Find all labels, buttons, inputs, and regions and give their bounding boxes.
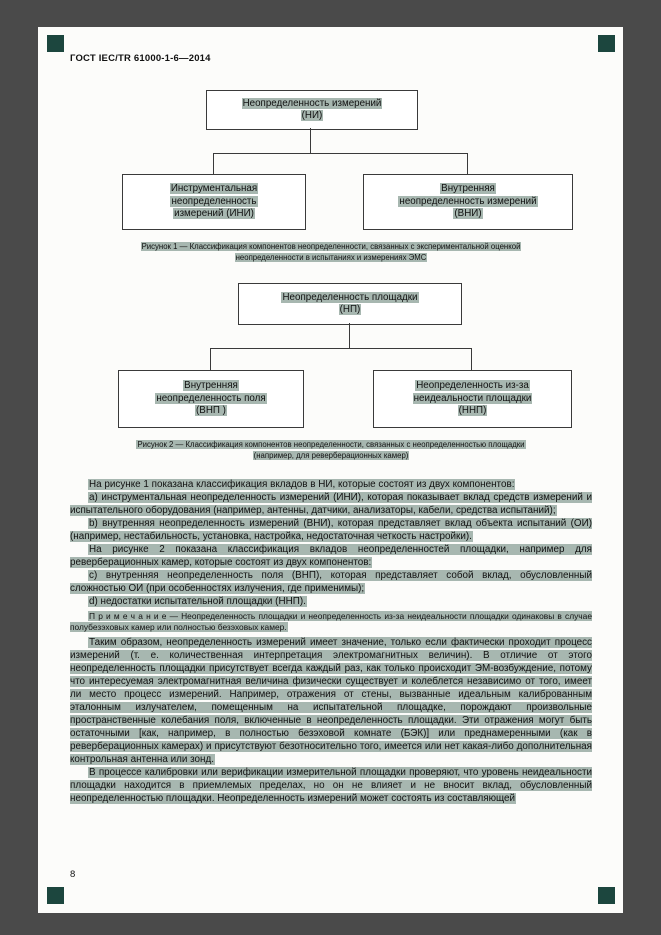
- paragraph: На рисунке 2 показана классификация вкла…: [70, 544, 592, 568]
- connector-line: [310, 128, 311, 153]
- diagram-box-instrument-uncertainty: Инструментальная неопределенность измере…: [122, 174, 306, 230]
- diagram-box-measurement-uncertainty: Неопределенность измерений (НИ): [206, 90, 418, 130]
- figure-1: Неопределенность измерений (НИ) Инструме…: [70, 90, 592, 263]
- note-paragraph: П р и м е ч а н и е — Неопределенность п…: [70, 611, 592, 632]
- paragraph: c) внутренняя неопределенность поля (ВНП…: [70, 570, 592, 594]
- figure-1-caption: Рисунок 1 — Классификация компонентов не…: [140, 242, 522, 262]
- diagram-box-site-imperfection-uncertainty: Неопределенность из-за неидеальности пло…: [373, 370, 572, 428]
- corner-registration-mark: [47, 35, 64, 52]
- paragraph: a) инструментальная неопределенность изм…: [70, 492, 592, 516]
- box-text-line: измерений (ИНИ): [173, 208, 255, 220]
- connector-line: [471, 348, 472, 370]
- box-text-line: (НИ): [300, 110, 324, 121]
- box-text-line: неопределенность: [170, 195, 258, 207]
- paragraph: На рисунке 1 показана классификация вкла…: [88, 479, 516, 490]
- figure-2-caption: Рисунок 2 — Классификация компонентов не…: [136, 440, 526, 460]
- diagram-box-site-uncertainty: Неопределенность площадки (НП): [238, 283, 462, 325]
- diagram-box-field-uncertainty: Внутренняя неопределенность поля (ВНП ): [118, 370, 304, 428]
- page-number: 8: [70, 869, 76, 880]
- corner-registration-mark: [598, 887, 615, 904]
- diagram-box-intrinsic-uncertainty: Внутренняя неопределенность измерений (В…: [363, 174, 573, 230]
- page-content: ГОСТ IEC/TR 61000-1-6—2014 Неопределенно…: [70, 53, 592, 805]
- document-header: ГОСТ IEC/TR 61000-1-6—2014: [70, 53, 211, 64]
- body-text: На рисунке 1 показана классификация вкла…: [70, 478, 592, 805]
- box-text-line: (НП): [338, 304, 362, 315]
- paragraph: d) недостатки испытательной площадки (НН…: [88, 596, 307, 607]
- connector-line: [210, 348, 211, 370]
- box-text-line: (ВНИ): [453, 208, 483, 220]
- corner-registration-mark: [47, 887, 64, 904]
- document-page: ГОСТ IEC/TR 61000-1-6—2014 Неопределенно…: [38, 27, 623, 913]
- connector-line: [213, 153, 214, 174]
- box-text-line: Неопределенность измерений: [241, 97, 383, 109]
- box-text-line: неопределенность поля: [155, 392, 267, 404]
- box-text-line: неидеальности площадки: [412, 392, 533, 404]
- box-text-line: Внутренняя: [440, 183, 496, 195]
- figure-2-diagram: Неопределенность площадки (НП) Внутрення…: [70, 283, 592, 428]
- connector-line: [213, 153, 468, 154]
- connector-line: [349, 323, 350, 348]
- box-text-line: (ННП): [457, 405, 488, 417]
- corner-registration-mark: [598, 35, 615, 52]
- box-text-line: Инструментальная: [169, 183, 259, 195]
- box-text-line: Неопределенность из-за: [415, 380, 530, 392]
- figure-2: Неопределенность площадки (НП) Внутрення…: [70, 283, 592, 461]
- paragraph: b) внутренняя неопределенность измерений…: [70, 518, 592, 542]
- box-text-line: (ВНП ): [195, 405, 227, 417]
- connector-line: [467, 153, 468, 174]
- connector-line: [210, 348, 472, 349]
- paragraph: Таким образом, неопределенность измерени…: [70, 636, 592, 765]
- paragraph: В процессе калибровки или верификации из…: [70, 766, 592, 804]
- box-text-line: Внутренняя: [183, 380, 239, 392]
- box-text-line: Неопределенность площадки: [281, 291, 419, 303]
- box-text-line: неопределенность измерений: [398, 195, 538, 207]
- figure-1-diagram: Неопределенность измерений (НИ) Инструме…: [70, 90, 592, 230]
